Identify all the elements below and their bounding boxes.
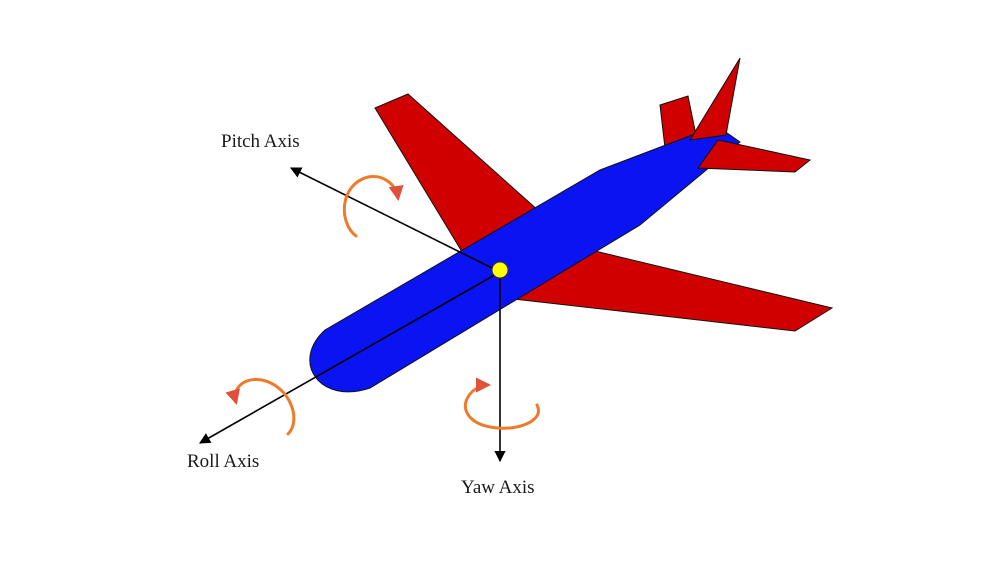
fuselage xyxy=(309,127,741,393)
tail-fin xyxy=(689,57,741,141)
roll-axis-line xyxy=(199,271,501,444)
pitch-axis-line xyxy=(289,167,501,273)
pitch-axis-label: Pitch Axis xyxy=(221,131,300,152)
yaw-rotation-arrow xyxy=(463,377,540,430)
roll-rotation-arrow xyxy=(225,378,296,436)
pitch-rotation-arrow xyxy=(342,175,404,238)
roll-axis-label: Roll Axis xyxy=(187,451,260,472)
center-of-gravity xyxy=(491,261,509,279)
right-stabilizer xyxy=(697,139,812,173)
yaw-axis-label: Yaw Axis xyxy=(461,477,535,498)
